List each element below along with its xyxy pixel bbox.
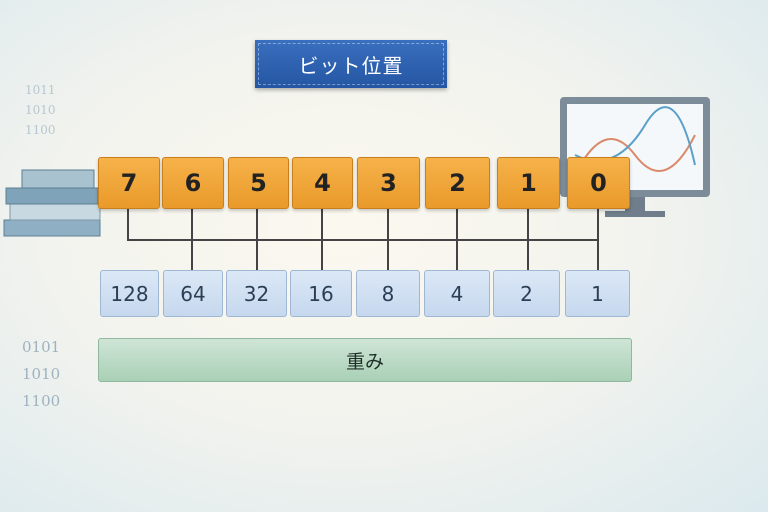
weight-4: 4 — [424, 270, 490, 317]
bit-position-3: 3 — [357, 157, 420, 209]
binary-text: 1010 — [25, 103, 56, 117]
weight-32: 32 — [226, 270, 287, 317]
connector-vertical-line — [597, 207, 599, 270]
bit-position-0: 0 — [567, 157, 630, 209]
bit-position-5: 5 — [228, 157, 289, 209]
weights-label-bar: 重み — [98, 338, 632, 382]
binary-text: 1011 — [25, 83, 56, 97]
binary-text: 1100 — [22, 392, 61, 410]
binary-text: 0101 — [22, 338, 61, 356]
connector-vertical-line — [387, 207, 389, 270]
bit-position-2: 2 — [425, 157, 490, 209]
connector-vertical-line — [191, 207, 193, 270]
weight-2: 2 — [493, 270, 560, 317]
bit-position-6: 6 — [162, 157, 224, 209]
bit-position-4: 4 — [292, 157, 353, 209]
connector-line — [127, 239, 599, 241]
weight-8: 8 — [356, 270, 420, 317]
connector-vertical-line — [256, 207, 258, 270]
weight-128: 128 — [100, 270, 159, 317]
connector-vertical-line — [456, 207, 458, 270]
page-title: ビット位置 — [255, 40, 447, 88]
decor-binary-bottom: 0101 1010 1100 — [22, 334, 60, 415]
binary-text: 1010 — [22, 365, 61, 383]
connector-vertical-line — [321, 207, 323, 270]
weight-64: 64 — [163, 270, 223, 317]
connector-vertical-line — [127, 207, 129, 240]
connector-vertical-line — [527, 207, 529, 270]
bit-position-7: 7 — [98, 157, 160, 209]
books-icon — [3, 169, 101, 237]
weight-1: 1 — [565, 270, 630, 317]
decor-binary-top: 1011 1010 1100 — [25, 80, 56, 140]
binary-text: 1100 — [25, 123, 56, 137]
weight-16: 16 — [290, 270, 352, 317]
bit-position-1: 1 — [497, 157, 560, 209]
